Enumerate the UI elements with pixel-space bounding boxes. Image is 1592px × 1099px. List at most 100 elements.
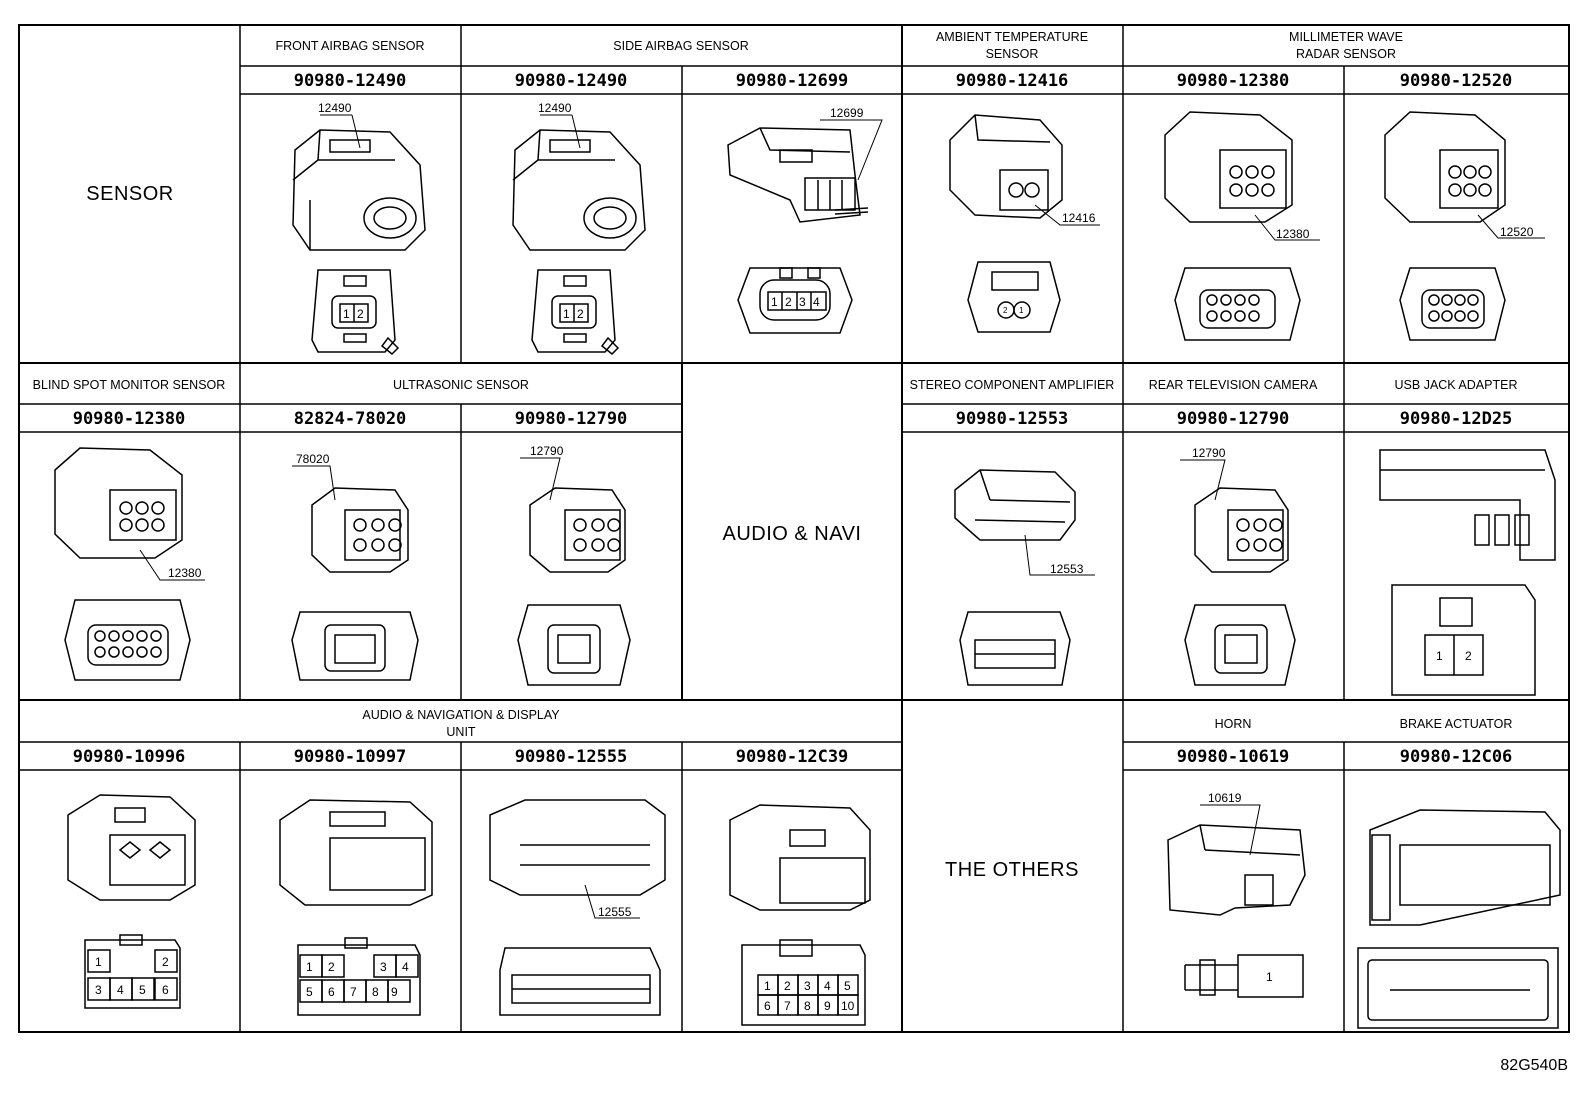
connector-face-12416 <box>967 261 1061 333</box>
pin-label: 4 <box>824 979 831 993</box>
connector-drawing-12790-b <box>1180 459 1289 573</box>
pin-label: 1 <box>1436 649 1443 663</box>
connector-drawing-12555 <box>489 799 666 919</box>
pin-label: 5 <box>306 985 313 999</box>
pin-label: 3 <box>380 960 387 974</box>
group-ambient-temperature-line1: AMBIENT TEMPERATURE <box>936 30 1088 44</box>
callout: 78020 <box>296 452 330 466</box>
group-side-airbag-sensor: SIDE AIRBAG SENSOR <box>613 39 748 53</box>
connector-drawing-12c06 <box>1369 809 1561 926</box>
category-sensor: SENSOR <box>86 183 173 205</box>
pin-label: 6 <box>764 999 771 1013</box>
group-audio-nav-display-line1: AUDIO & NAVIGATION & DISPLAY <box>362 708 560 722</box>
group-audio-nav-display-line2: UNIT <box>446 725 476 739</box>
pin-label: 10 <box>841 999 855 1013</box>
pin-label: 8 <box>372 985 379 999</box>
callout: 12520 <box>1500 225 1534 239</box>
part-number: 90980-12416 <box>956 71 1069 91</box>
group-stereo-amplifier: STEREO COMPONENT AMPLIFIER <box>910 378 1115 392</box>
pin-label: 1 <box>563 307 570 321</box>
connector-drawing-12699 <box>727 119 883 223</box>
pin-label: 2 <box>784 979 791 993</box>
connector-drawing-12c39 <box>729 804 871 911</box>
group-mmwave-radar-line1: MILLIMETER WAVE <box>1289 30 1403 44</box>
part-number: 90980-10997 <box>294 747 407 767</box>
pin-label: 4 <box>402 960 409 974</box>
pin-label: 6 <box>162 983 169 997</box>
part-number: 90980-12520 <box>1400 71 1513 91</box>
connector-face-12790-a <box>517 604 631 686</box>
pin-label: 5 <box>844 979 851 993</box>
callout: 12416 <box>1062 211 1096 225</box>
pin-label: 2 <box>1465 649 1472 663</box>
group-brake-actuator: BRAKE ACTUATOR <box>1400 717 1513 731</box>
connector-face-10997 <box>297 937 421 1016</box>
pin-label: 6 <box>328 985 335 999</box>
group-usb-jack-adapter: USB JACK ADAPTER <box>1395 378 1518 392</box>
part-number: 90980-12D25 <box>1400 409 1513 429</box>
table-grid <box>18 24 1570 1033</box>
pin-label: 3 <box>804 979 811 993</box>
callout: 12790 <box>530 444 564 458</box>
pin-label: 8 <box>804 999 811 1013</box>
callout: 12380 <box>1276 227 1310 241</box>
pin-label: 7 <box>784 999 791 1013</box>
connector-drawing-bsm <box>54 447 205 581</box>
part-number: 90980-12C06 <box>1400 747 1513 767</box>
pin-label: 2 <box>357 307 364 321</box>
drawing-code: 82G540B <box>1500 1057 1568 1074</box>
callout: 12790 <box>1192 446 1226 460</box>
connector-face-12d25 <box>1391 584 1536 696</box>
callout: 12490 <box>318 101 352 115</box>
connector-face-12553 <box>959 611 1071 686</box>
pin-label: 2 <box>1003 306 1008 315</box>
connector-face-12380 <box>1174 267 1301 341</box>
part-number: 82824-78020 <box>294 409 407 429</box>
pin-label: 1 <box>1019 306 1024 315</box>
category-the-others: THE OTHERS <box>945 859 1079 881</box>
connector-face-12699 <box>737 267 853 334</box>
pin-label: 3 <box>799 295 806 309</box>
connector-drawing-10619 <box>1167 804 1306 916</box>
connector-drawing-78020 <box>292 465 409 573</box>
part-number: 90980-12490 <box>294 71 407 91</box>
connector-drawing-12d25 <box>1379 449 1556 561</box>
connector-face-12790-b <box>1184 604 1296 686</box>
pin-label: 1 <box>95 955 102 969</box>
connector-face-12555 <box>499 947 661 1016</box>
part-number: 90980-12699 <box>736 71 849 91</box>
pin-label: 9 <box>391 985 398 999</box>
connector-face-10996 <box>84 934 181 1009</box>
group-horn: HORN <box>1215 717 1252 731</box>
connector-drawing-10997 <box>279 799 433 906</box>
callout: 12380 <box>168 566 202 580</box>
connector-face-78020 <box>291 611 419 681</box>
part-number: 90980-12555 <box>515 747 628 767</box>
pin-label: 1 <box>1266 970 1273 984</box>
pin-label: 1 <box>764 979 771 993</box>
part-number: 90980-10996 <box>73 747 186 767</box>
part-number: 90980-12C39 <box>736 747 849 767</box>
connector-face-front-airbag <box>311 269 400 356</box>
callout: 12490 <box>538 101 572 115</box>
group-rear-tv-camera: REAR TELEVISION CAMERA <box>1149 378 1318 392</box>
connector-drawing-12416 <box>949 114 1100 226</box>
pin-label: 2 <box>162 955 169 969</box>
group-ambient-temperature-line2: SENSOR <box>986 47 1039 61</box>
pin-label: 1 <box>343 307 350 321</box>
connector-face-bsm <box>64 599 191 681</box>
group-front-airbag-sensor: FRONT AIRBAG SENSOR <box>275 39 424 53</box>
connector-drawing-side-airbag <box>512 114 646 251</box>
part-number: 90980-12380 <box>73 409 186 429</box>
category-audio-navi: AUDIO & NAVI <box>723 523 862 545</box>
part-number: 90980-12490 <box>515 71 628 91</box>
pin-label: 5 <box>139 983 146 997</box>
part-number: 90980-12790 <box>1177 409 1290 429</box>
group-blind-spot-monitor: BLIND SPOT MONITOR SENSOR <box>33 378 226 392</box>
connector-drawing-12380 <box>1164 111 1320 241</box>
callout: 12699 <box>830 106 864 120</box>
part-number: 90980-12553 <box>956 409 1069 429</box>
group-ultrasonic-sensor: ULTRASONIC SENSOR <box>393 378 529 392</box>
callout: 10619 <box>1208 791 1242 805</box>
connector-face-12520 <box>1399 267 1506 341</box>
